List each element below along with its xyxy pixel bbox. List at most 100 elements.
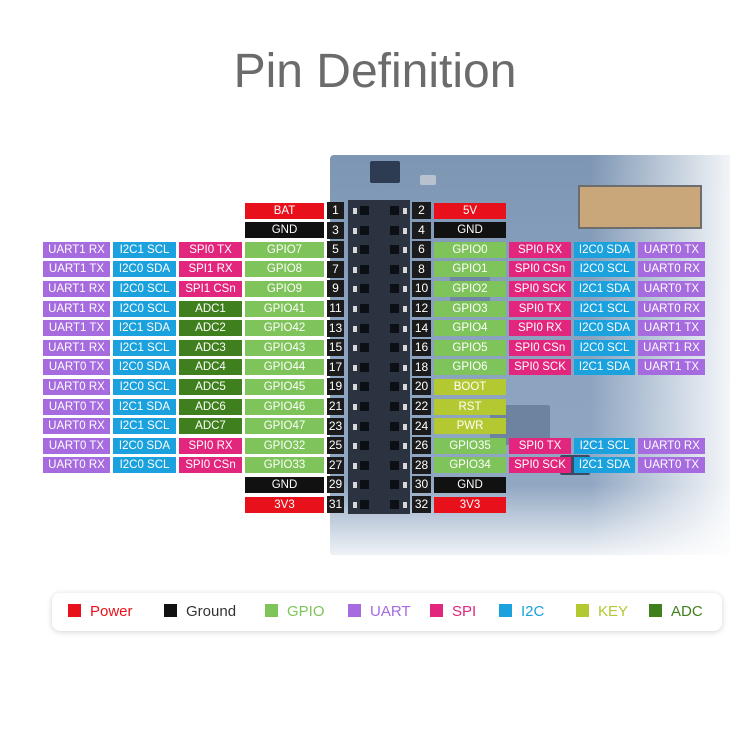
header-pad — [353, 404, 357, 410]
legend-swatch — [649, 604, 662, 617]
legend-swatch — [576, 604, 589, 617]
pin-label-power: 3V3 — [245, 496, 324, 513]
pin-label-i2c: I2C0 SCL — [113, 300, 176, 317]
header-hole — [390, 441, 399, 451]
legend-item-adc: ADC — [649, 603, 703, 621]
pin-number: 13 — [327, 319, 344, 337]
pin-label-power: 3V3 — [434, 496, 506, 513]
header-hole — [390, 343, 399, 353]
header-hole — [360, 480, 369, 490]
legend-swatch — [348, 604, 361, 617]
pin-number: 2 — [412, 202, 431, 219]
header-hole — [360, 225, 369, 235]
header-hole — [390, 264, 399, 274]
pin-label-gpio: GPIO5 — [434, 339, 506, 356]
header-pad — [353, 227, 357, 234]
pin-number: 11 — [327, 300, 344, 317]
header-pad — [353, 325, 357, 332]
pin-number: 4 — [412, 221, 431, 239]
pin-number: 28 — [412, 456, 431, 474]
header-pad — [403, 404, 407, 410]
pin-label-spi: SPI0 SCK — [509, 457, 571, 474]
header-hole — [360, 421, 369, 431]
pin-label-gpio: GPIO32 — [245, 437, 324, 454]
pin-label-uart: UART1 TX — [638, 320, 705, 337]
header-hole — [390, 206, 399, 215]
legend-label: SPI — [452, 603, 477, 620]
pin-label-i2c: I2C0 SCL — [113, 280, 176, 297]
pin-label-i2c: I2C0 SDA — [113, 437, 176, 454]
header-hole — [390, 304, 399, 313]
pin-label-uart: UART1 RX — [43, 339, 110, 356]
pin-number: 22 — [412, 398, 431, 415]
pin-label-i2c: I2C1 SDA — [574, 457, 635, 474]
header-hole — [390, 323, 399, 333]
pin-label-i2c: I2C1 SCL — [113, 241, 176, 258]
pin-label-uart: UART0 TX — [43, 359, 110, 376]
pin-label-adc: ADC5 — [179, 378, 242, 395]
pin-label-i2c: I2C0 SDA — [574, 320, 635, 337]
pin-label-adc: ADC7 — [179, 418, 242, 435]
pin-label-i2c: I2C0 SCL — [113, 457, 176, 474]
pin-label-spi: SPI0 SCK — [509, 359, 571, 376]
header-pad — [353, 502, 357, 508]
header-pad — [353, 423, 357, 430]
header-pad — [353, 286, 357, 293]
legend-item-key: KEY — [576, 603, 628, 621]
pin-number: 18 — [412, 358, 431, 376]
pin-label-key: BOOT — [434, 378, 506, 395]
header-pad — [353, 306, 357, 312]
legend-item-i2c: I2C — [499, 603, 544, 621]
pin-label-uart: UART0 RX — [43, 457, 110, 474]
pin-number: 21 — [327, 398, 344, 415]
pin-label-gpio: GPIO34 — [434, 457, 506, 474]
header-hole — [360, 245, 369, 255]
legend-label: GPIO — [287, 603, 325, 620]
pin-label-spi: SPI0 TX — [179, 241, 242, 258]
pin-label-spi: SPI0 RX — [509, 320, 571, 337]
pin-label-i2c: I2C1 SCL — [113, 418, 176, 435]
pin-label-ground: GND — [434, 222, 506, 239]
pin-label-spi: SPI0 TX — [509, 437, 571, 454]
pin-label-uart: UART0 TX — [43, 398, 110, 415]
pin-number: 31 — [327, 496, 344, 513]
pin-number: 20 — [412, 378, 431, 396]
pin-label-i2c: I2C1 SCL — [574, 437, 635, 454]
pin-label-uart: UART1 RX — [43, 300, 110, 317]
header-pad — [403, 423, 407, 430]
pin-label-i2c: I2C1 SCL — [113, 339, 176, 356]
header-pad — [403, 208, 407, 214]
header-pad — [353, 384, 357, 391]
pin-number: 6 — [412, 241, 431, 259]
header-pad — [403, 364, 407, 371]
pin-label-i2c: I2C1 SDA — [113, 320, 176, 337]
pin-label-gpio: GPIO4 — [434, 320, 506, 337]
pin-label-gpio: GPIO9 — [245, 280, 324, 297]
pin-number: 9 — [327, 280, 344, 298]
header-hole — [390, 362, 399, 372]
legend-item-spi: SPI — [430, 603, 476, 621]
header-pad — [403, 462, 407, 469]
pin-label-uart: UART1 TX — [43, 320, 110, 337]
header-pad — [353, 462, 357, 469]
pin-number: 7 — [327, 260, 344, 278]
pin-label-spi: SPI0 CSn — [509, 339, 571, 356]
pin-label-ground: GND — [245, 476, 324, 493]
header-pad — [353, 482, 357, 489]
header-hole — [360, 441, 369, 451]
pin-label-uart: UART0 RX — [638, 437, 705, 454]
fpc-connector — [578, 185, 702, 229]
pin-label-gpio: GPIO45 — [245, 378, 324, 395]
pin-label-uart: UART1 RX — [43, 280, 110, 297]
header-hole — [360, 402, 369, 411]
header-pad — [403, 325, 407, 332]
page-title: Pin Definition — [233, 45, 517, 98]
header-pad — [403, 502, 407, 508]
pin-label-gpio: GPIO3 — [434, 300, 506, 317]
pin-number: 27 — [327, 456, 344, 474]
header-pad — [353, 208, 357, 214]
pin-number: 16 — [412, 339, 431, 357]
legend-label: ADC — [671, 603, 703, 620]
pin-number: 26 — [412, 437, 431, 455]
